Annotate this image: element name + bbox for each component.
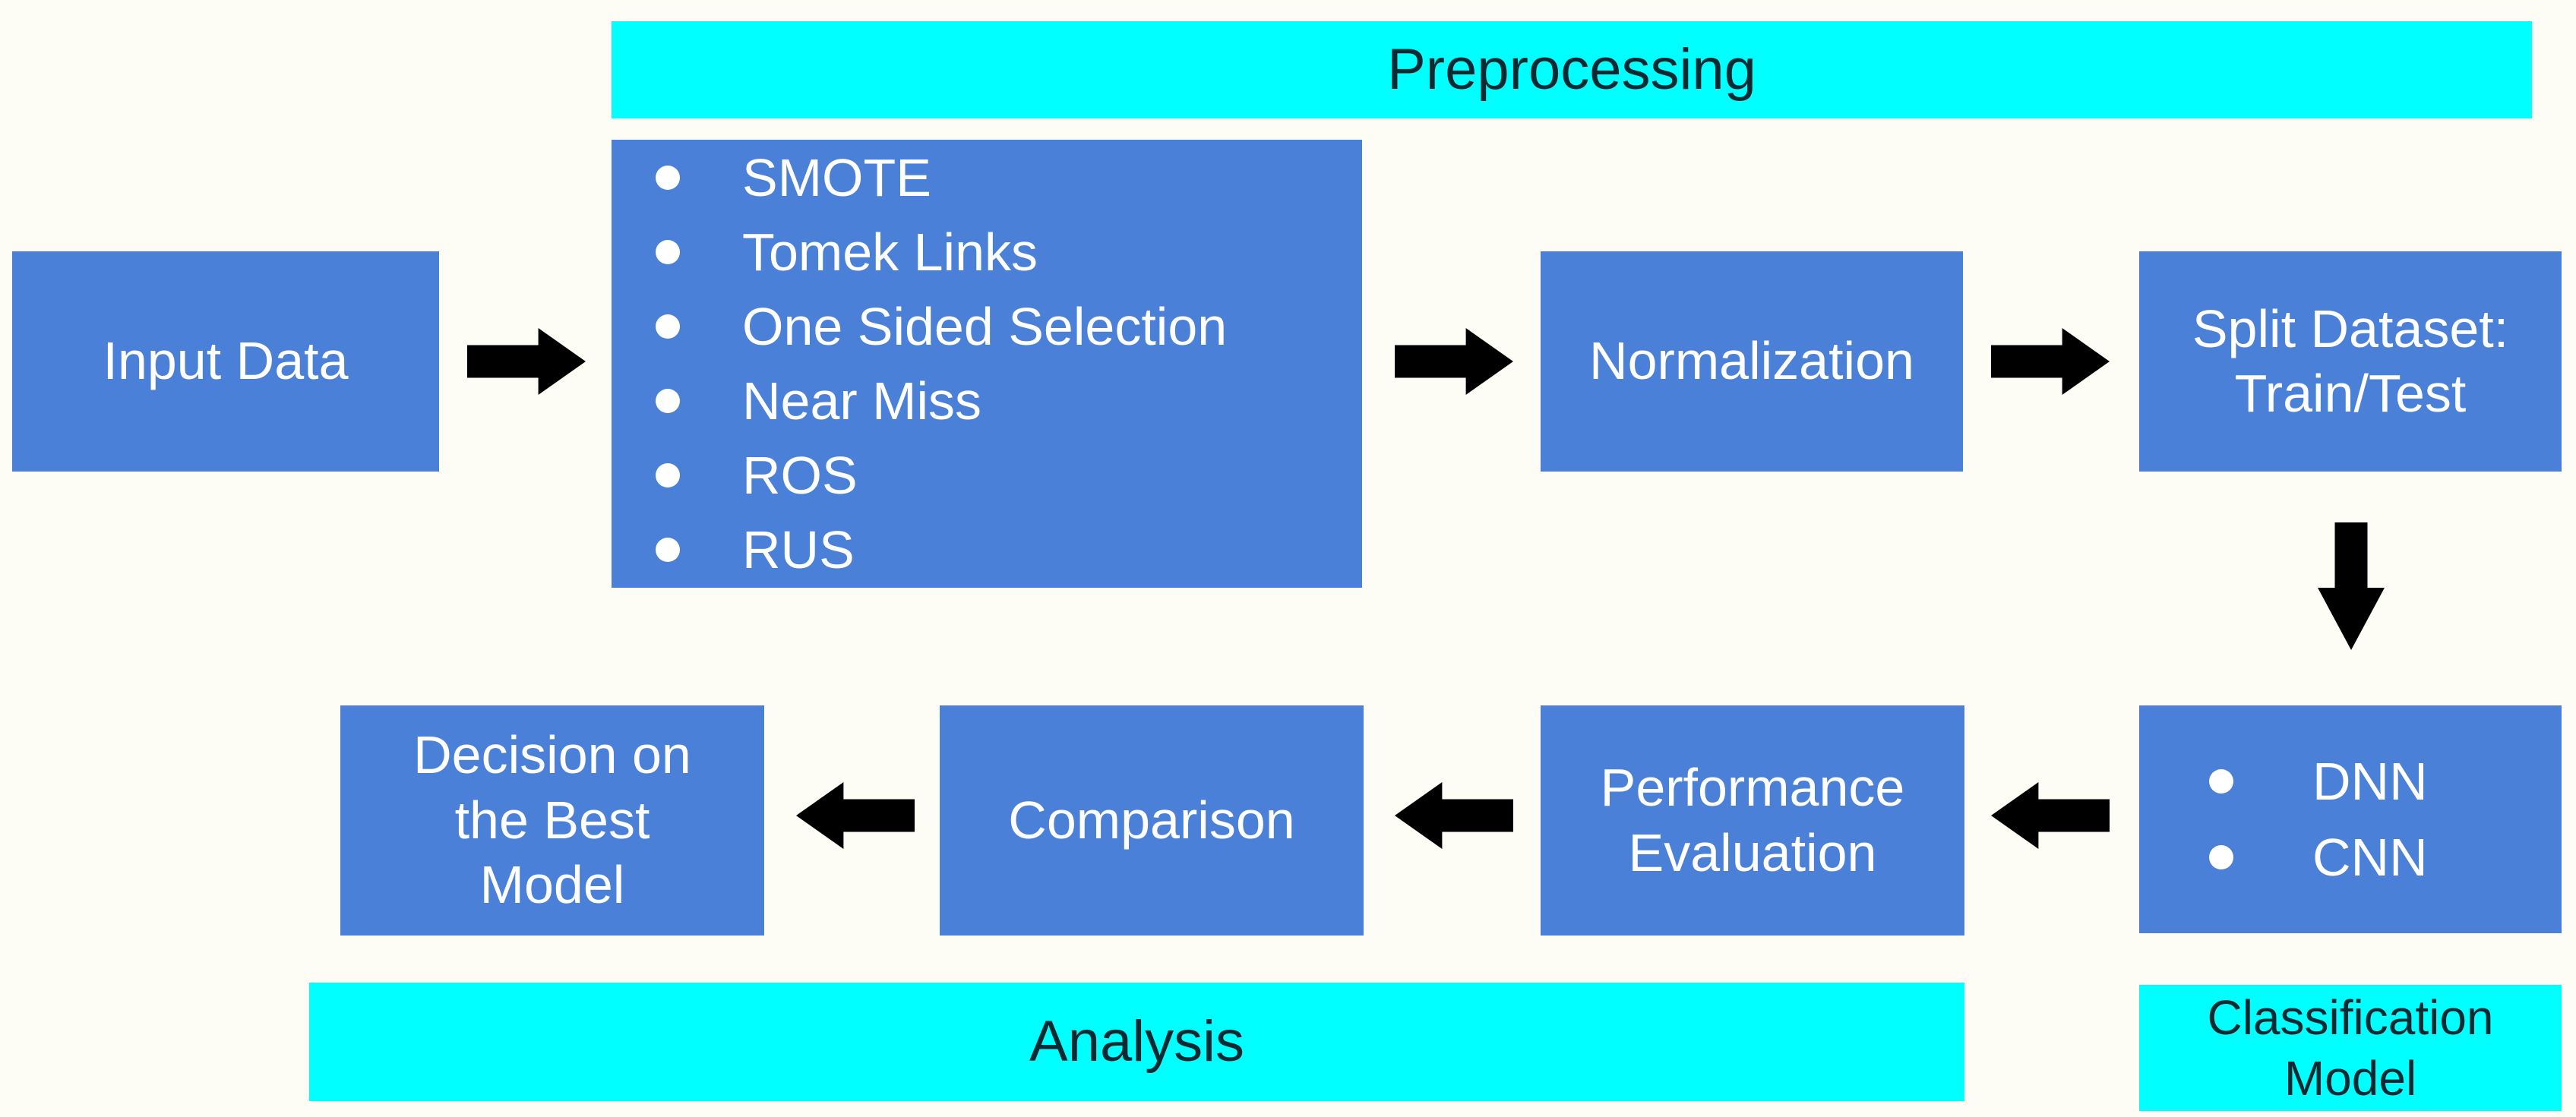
performance-evaluation-box: Performance Evaluation [1541,705,1964,936]
arrow-left-icon [796,782,915,849]
arrow-down-icon [2318,522,2385,650]
classification-models-box: DNN CNN [2139,705,2562,933]
arrow-right-icon [467,328,586,395]
method-item-label: Tomek Links [742,222,1038,282]
performance-label-line1: Performance [1600,758,1905,818]
split-dataset-label-line2: Train/Test [2234,364,2467,423]
sampling-methods-box: SMOTE Tomek Links One Sided Selection Ne… [612,140,1362,588]
method-item-label: One Sided Selection [742,297,1228,356]
bullet-icon [656,240,680,264]
arrow-right-icon [1991,328,2110,395]
list-item: ROS [612,438,1362,513]
decision-label-line3: Model [479,855,625,915]
arrow-left-icon [1395,782,1513,849]
comparison-box: Comparison [940,705,1364,936]
preprocessing-banner: Preprocessing [612,21,2532,118]
method-item-label: ROS [742,446,858,505]
list-item: Tomek Links [612,215,1362,289]
performance-label-line2: Evaluation [1628,822,1877,882]
split-dataset-label-line1: Split Dataset: [2192,298,2509,358]
bullet-icon [2209,769,2233,794]
bullet-icon [656,538,680,562]
comparison-label: Comparison [1008,790,1295,850]
list-item: SMOTE [612,140,1362,215]
bullet-icon [2209,845,2233,869]
method-item-label: Near Miss [742,371,982,431]
decision-label-line2: the Best [454,790,650,850]
decision-box: Decision on the Best Model [340,705,764,936]
list-item: Near Miss [612,364,1362,438]
list-item: DNN [2139,743,2562,819]
normalization-label: Normalization [1589,331,1914,391]
method-item-label: SMOTE [742,148,931,207]
arrow-right-icon [1395,328,1513,395]
input-data-box: Input Data [12,251,439,472]
split-dataset-box: Split Dataset: Train/Test [2139,251,2562,472]
list-item: One Sided Selection [612,289,1362,364]
method-item-label: RUS [742,520,855,579]
model-item-label: DNN [2312,752,2428,811]
decision-label-line1: Decision on [413,725,691,785]
preprocessing-banner-label: Preprocessing [1387,37,1756,103]
analysis-banner-label: Analysis [1029,1009,1244,1074]
bullet-icon [656,389,680,413]
normalization-box: Normalization [1541,251,1963,472]
bullet-icon [656,166,680,190]
list-item: CNN [2139,819,2562,895]
classification-model-label-line1: Classification [2207,990,2494,1045]
input-data-label: Input Data [103,331,349,391]
bullet-icon [656,463,680,488]
classification-model-label-line2: Model [2284,1051,2417,1106]
model-item-label: CNN [2312,828,2428,887]
analysis-banner: Analysis [309,983,1964,1101]
classification-model-banner: Classification Model [2139,985,2562,1111]
bullet-icon [656,314,680,339]
arrow-left-icon [1991,782,2110,849]
list-item: RUS [612,513,1362,587]
